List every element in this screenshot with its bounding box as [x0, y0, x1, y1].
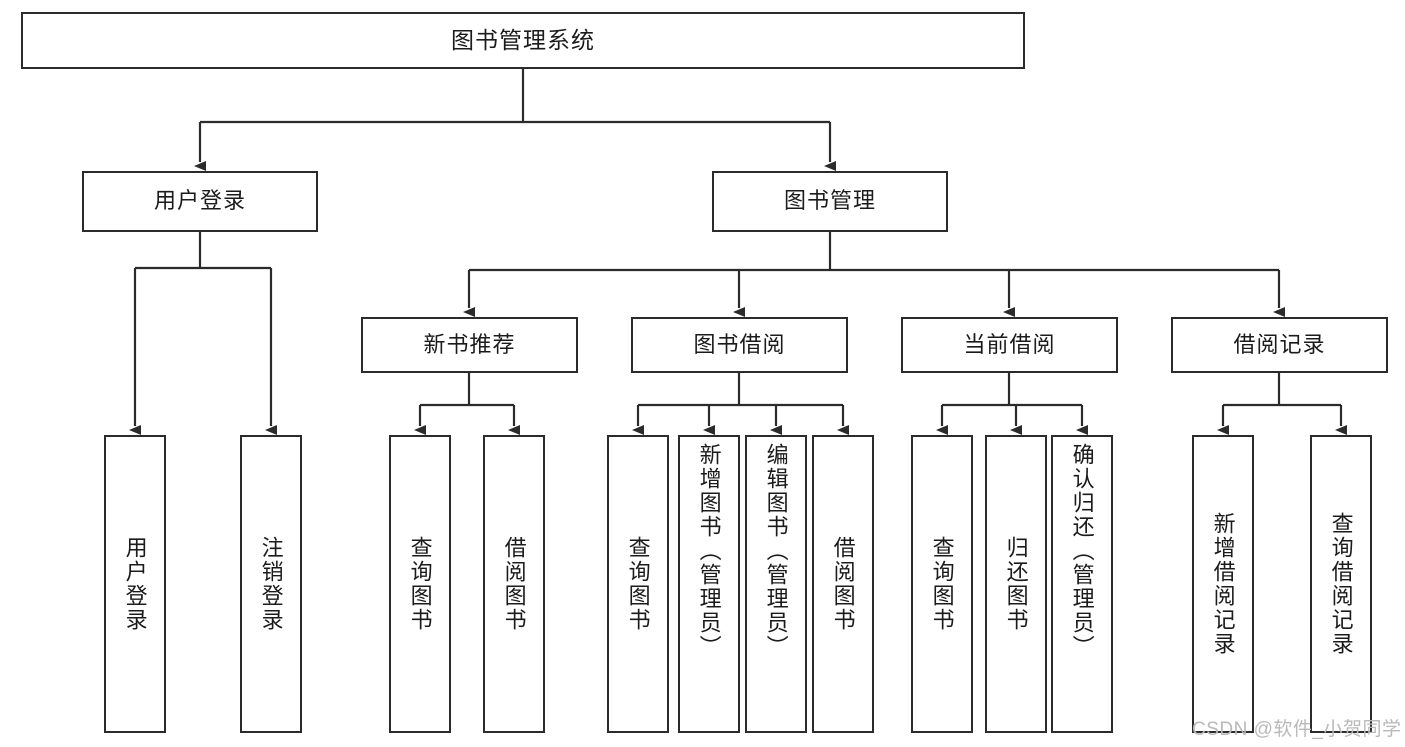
node-user-login[interactable]: 用户登录 — [82, 171, 318, 232]
leaf-label: 用户登录 — [122, 536, 148, 632]
node-leaf-borrow-book-2[interactable]: 借阅图书 — [812, 435, 874, 733]
node-leaf-query-borrow-record[interactable]: 查询借阅记录 — [1310, 435, 1372, 733]
node-book-manage[interactable]: 图书管理 — [712, 171, 948, 232]
node-current-borrow[interactable]: 当前借阅 — [901, 317, 1118, 373]
leaf-label: 新增借阅记录 — [1210, 512, 1236, 656]
node-leaf-user-login[interactable]: 用户登录 — [104, 435, 166, 733]
node-leaf-return-book[interactable]: 归还图书 — [985, 435, 1047, 733]
node-new-book-recommend[interactable]: 新书推荐 — [361, 317, 578, 373]
node-root-system[interactable]: 图书管理系统 — [21, 12, 1025, 69]
leaf-label: 新增图书（管理员） — [696, 443, 722, 659]
node-leaf-query-book-3[interactable]: 查询图书 — [911, 435, 973, 733]
leaf-label: 查询图书 — [407, 536, 433, 632]
node-leaf-query-book-1[interactable]: 查询图书 — [389, 435, 451, 733]
node-leaf-edit-book-admin[interactable]: 编辑图书（管理员） — [745, 435, 807, 733]
node-borrow-record[interactable]: 借阅记录 — [1171, 317, 1388, 373]
leaf-label: 查询借阅记录 — [1328, 512, 1354, 656]
leaf-label: 查询图书 — [929, 536, 955, 632]
leaf-label: 确认归还（管理员） — [1069, 443, 1095, 659]
node-leaf-logout-login[interactable]: 注销登录 — [240, 435, 302, 733]
node-leaf-confirm-return-admin[interactable]: 确认归还（管理员） — [1051, 435, 1113, 733]
leaf-label: 注销登录 — [258, 536, 284, 632]
csdn-watermark: CSDN @软件_小贺同学 — [1192, 719, 1402, 740]
node-leaf-add-borrow-record[interactable]: 新增借阅记录 — [1192, 435, 1254, 733]
leaf-label: 借阅图书 — [501, 536, 527, 632]
node-leaf-add-book-admin[interactable]: 新增图书（管理员） — [678, 435, 740, 733]
leaf-label: 查询图书 — [625, 536, 651, 632]
leaf-label: 编辑图书（管理员） — [763, 443, 789, 659]
node-leaf-borrow-book-1[interactable]: 借阅图书 — [483, 435, 545, 733]
node-leaf-query-book-2[interactable]: 查询图书 — [607, 435, 669, 733]
leaf-label: 借阅图书 — [830, 536, 856, 632]
leaf-label: 归还图书 — [1003, 536, 1029, 632]
node-book-borrow[interactable]: 图书借阅 — [631, 317, 848, 373]
